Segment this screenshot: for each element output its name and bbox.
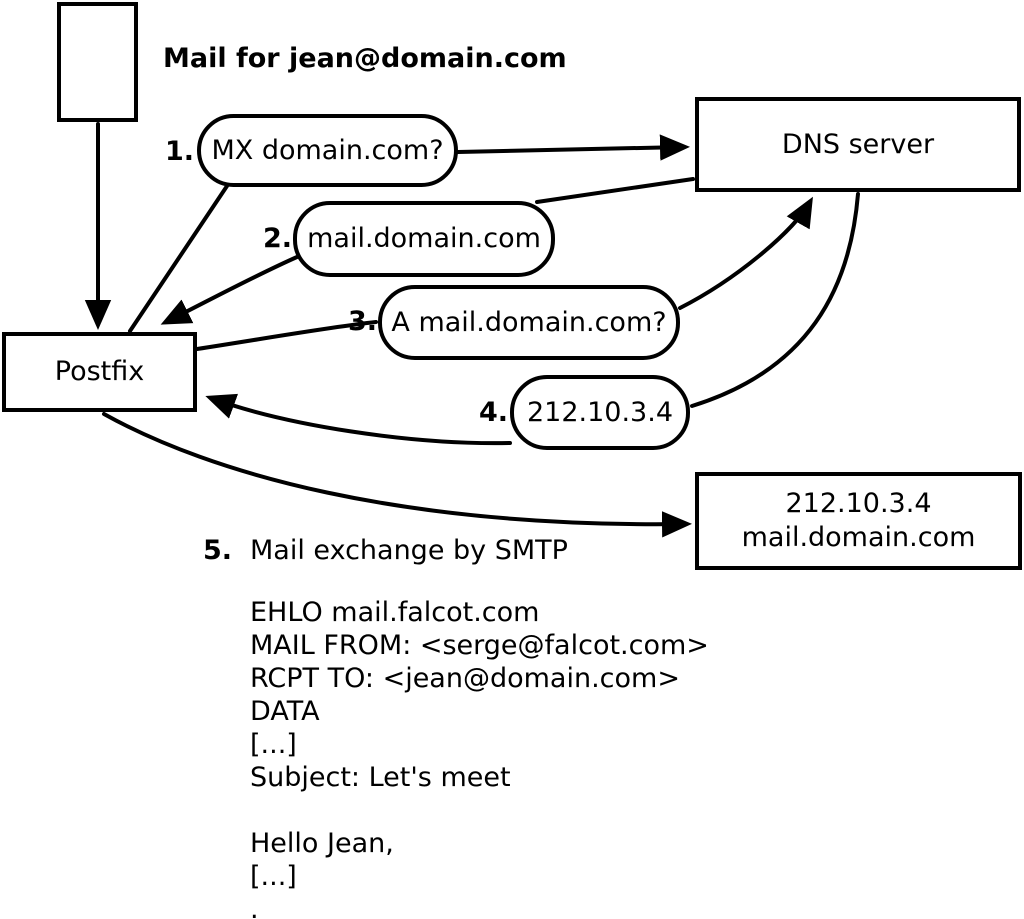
smtp-line: EHLO mail.falcot.com	[250, 597, 540, 628]
postfix-node: Postfix	[2, 332, 197, 412]
dns-server-node: DNS server	[695, 97, 1021, 192]
smtp-session-transcript: EHLO mail.falcot.com MAIL FROM: <serge@f…	[250, 596, 810, 919]
mail-server-ip: 212.10.3.4	[785, 488, 932, 519]
step3-query-pill: A mail.domain.com?	[378, 285, 680, 360]
step5-label: Mail exchange by SMTP	[250, 535, 568, 566]
mail-server-node: 212.10.3.4 mail.domain.com	[695, 472, 1022, 570]
smtp-line: RCPT TO: <jean@domain.com>	[250, 663, 680, 694]
step2-answer-label: mail.domain.com	[307, 223, 541, 254]
smtp-line: [...]	[250, 861, 297, 892]
smtp-line: Subject: Let's meet	[250, 762, 511, 793]
step1-query-pill: MX domain.com?	[197, 114, 458, 187]
step5-number: 5.	[202, 535, 232, 566]
smtp-line: Hello Jean,	[250, 828, 394, 859]
arrow-answer2-to-postfix	[160, 255, 299, 325]
smtp-line-end-dot: .	[250, 894, 259, 919]
outgoing-mail-box	[57, 2, 138, 122]
step3-query-label: A mail.domain.com?	[391, 306, 667, 338]
mail-server-host: mail.domain.com	[741, 522, 976, 553]
arrow-query3-to-dns	[678, 196, 813, 310]
step3-number: 3.	[347, 306, 377, 337]
line-postfix-to-query1	[128, 184, 229, 333]
smtp-line: [...]	[250, 729, 297, 760]
smtp-line: DATA	[250, 696, 320, 727]
mail-note: Mail for jean@domain.com	[163, 43, 567, 74]
step1-query-label: MX domain.com?	[211, 134, 444, 166]
step2-number: 2.	[262, 223, 292, 254]
dns-server-label: DNS server	[781, 128, 935, 160]
step1-number: 1.	[164, 136, 194, 167]
line-dns-to-answer4	[690, 192, 860, 408]
postfix-label: Postfix	[54, 356, 145, 387]
step4-answer-label: 212.10.3.4	[527, 396, 673, 428]
smtp-line: MAIL FROM: <serge@falcot.com>	[250, 630, 709, 661]
line-dns-to-answer2	[535, 177, 695, 204]
step4-number: 4.	[478, 397, 508, 428]
step2-answer-pill: mail.domain.com	[293, 201, 555, 277]
arrow-query1-to-dns	[456, 134, 690, 161]
smtp-line-blank	[250, 794, 810, 827]
step4-answer-pill: 212.10.3.4	[510, 375, 690, 450]
